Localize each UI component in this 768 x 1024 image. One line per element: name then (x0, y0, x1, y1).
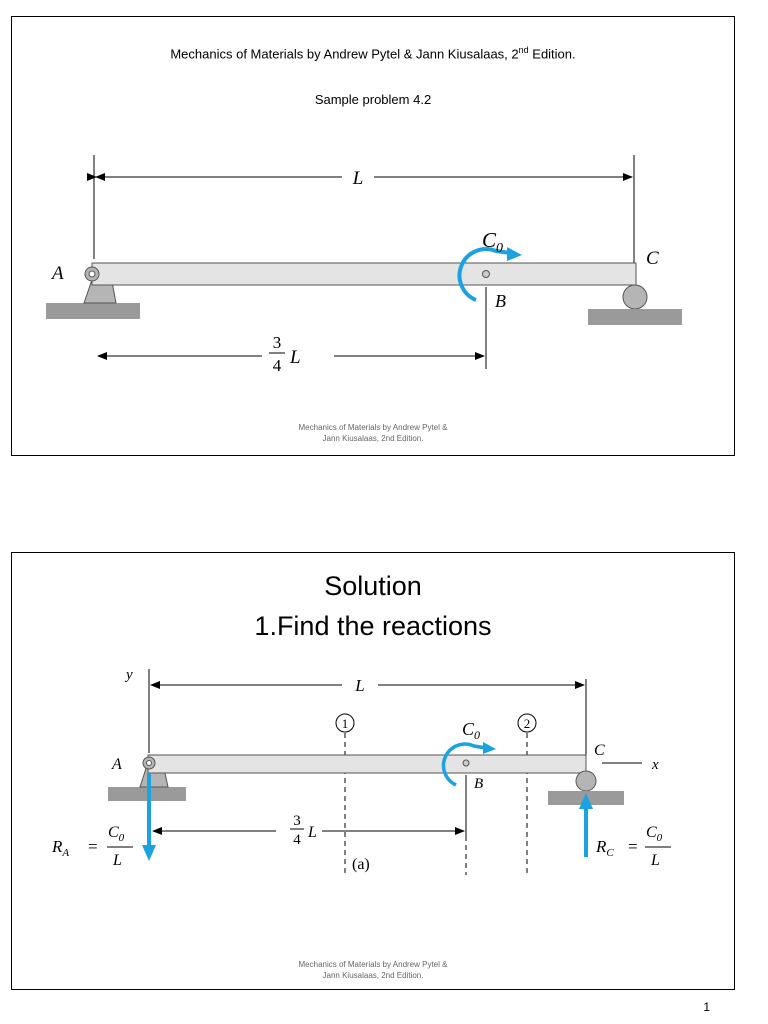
svg-text:C0: C0 (646, 824, 663, 844)
svg-text:RA: RA (51, 837, 69, 859)
svg-text:C0: C0 (108, 824, 125, 844)
label-L: L (354, 676, 364, 695)
equation-RC: RC = C0 L (595, 824, 671, 869)
svg-text:L: L (112, 852, 122, 869)
beam (147, 754, 587, 774)
label-C0: C0 (462, 719, 480, 742)
slide-2: Solution 1.Find the reactions y L 1 2 x (11, 552, 735, 990)
ground-C (588, 309, 682, 325)
roller-support-C (575, 770, 597, 792)
fraction-numerator: 3 (293, 813, 301, 829)
label-C: C (594, 742, 605, 759)
slide-2-title: Solution (324, 571, 422, 601)
label-x: x (651, 757, 659, 773)
svg-text:=: = (628, 837, 638, 856)
label-C: C (646, 248, 659, 269)
slide-1-title: Mechanics of Materials by Andrew Pytel &… (170, 45, 576, 62)
fraction-denominator: 4 (273, 356, 282, 375)
ground-A (46, 303, 140, 319)
label-A: A (111, 756, 122, 773)
label-y: y (124, 667, 133, 683)
slide-1: Mechanics of Materials by Andrew Pytel &… (11, 16, 735, 456)
fraction-L: L (307, 824, 317, 841)
label-B: B (495, 291, 506, 311)
moment-arrow-C0 (441, 742, 487, 787)
section-2-label: 2 (524, 716, 531, 731)
slide-2-footer: Mechanics of Materials by Andrew Pytel &… (12, 959, 734, 981)
dimension-L: L (87, 168, 633, 189)
slide-1-subtitle: Sample problem 4.2 (314, 92, 432, 107)
label-L: L (352, 168, 364, 189)
fraction-numerator: 3 (273, 333, 282, 352)
equation-RA: RA = C0 L (51, 824, 133, 869)
footer-line-1: Mechanics of Materials by Andrew Pytel & (298, 960, 448, 969)
slide-1-footer: Mechanics of Materials by Andrew Pytel &… (12, 422, 734, 444)
footer-line-1: Mechanics of Materials by Andrew Pytel & (298, 423, 448, 432)
label-C0: C0 (482, 228, 503, 256)
label-A: A (50, 263, 64, 284)
footer-line-2: Jann Kiusalaas, 2nd Edition. (322, 434, 424, 443)
beam-diagram-2: y L 1 2 x C0 A B C (51, 667, 671, 875)
roller-support-C (622, 284, 648, 310)
dimension-3-4-L: 3 4 L (97, 333, 485, 375)
section-marker-1 (335, 713, 355, 733)
moment-arrow-C0 (457, 247, 511, 302)
section-1-label: 1 (342, 716, 349, 731)
label-B: B (474, 776, 483, 792)
svg-text:=: = (88, 837, 98, 856)
beam-diagram-1: L C0 A B C 3 4 L (46, 155, 682, 375)
footer-line-2: Jann Kiusalaas, 2nd Edition. (322, 971, 424, 980)
svg-text:RC: RC (595, 837, 614, 859)
page-number: 1 (703, 1000, 710, 1014)
figure-caption: (a) (352, 856, 370, 873)
beam (91, 262, 637, 286)
svg-text:L: L (650, 852, 660, 869)
fraction-L: L (289, 347, 301, 368)
section-marker-2 (517, 713, 537, 733)
slide-2-subtitle: 1.Find the reactions (254, 611, 492, 641)
fraction-denominator: 4 (293, 832, 301, 848)
